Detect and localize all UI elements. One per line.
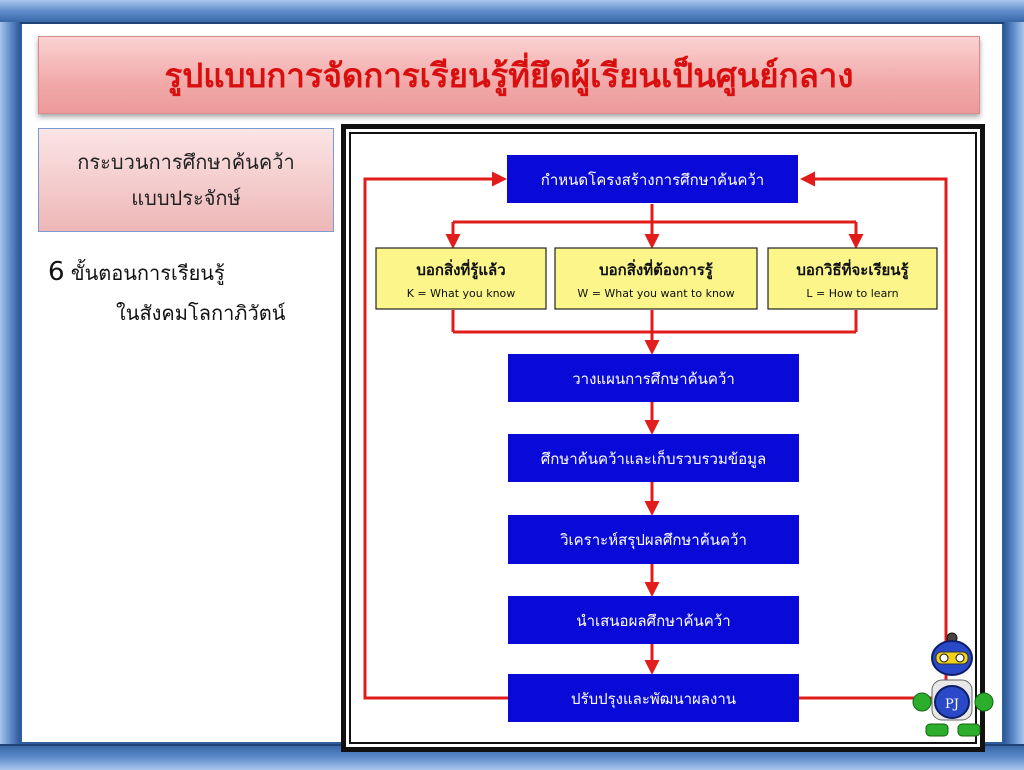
title-banner: รูปแบบการจัดการเรียนรู้ที่ยึดผู้เรียนเป็… [38,36,980,114]
box-improve-label: ปรับปรุงและพัฒนาผลงาน [571,690,736,709]
box-what-you-want [554,247,758,310]
box-want-th: บอกสิ่งที่ต้องการรู้ [599,259,714,280]
slide-frame-top [0,0,1024,24]
feedback-loop-left [363,171,508,700]
steps-line-1: ขั้นตอนการเรียนรู้ [70,261,225,285]
box-how-to-learn [767,247,938,310]
box-research-label: ศึกษาค้นคว้าและเก็บรวบรวมข้อมูล [541,449,766,468]
slide-frame-left [0,22,20,744]
box-plan-label: วางแผนการศึกษาค้นคว้า [572,370,735,388]
box-define-structure [507,155,798,203]
robot-badge: PJ [945,697,959,712]
slide-frame-right [1004,22,1024,744]
box-define-structure-label: กำหนดโครงสร้างการศึกษาค้นคว้า [541,171,764,189]
box-improve [508,674,799,722]
steps-line-2: ในสังคมโลกาภิวัตน์ [116,301,286,325]
box-plan [508,354,799,402]
box-learn-th: บอกวิธีที่จะเรียนรู้ [796,259,909,280]
steps-number: 6 [48,257,65,287]
steps-caption: 6 ขั้นตอนการเรียนรู้ ในสังคมโลกาภิวัตน์ [44,252,344,333]
box-want-en: W = What you want to know [577,287,734,300]
slide-title: รูปแบบการจัดการเรียนรู้ที่ยึดผู้เรียนเป็… [164,55,854,95]
slide-content: รูปแบบการจัดการเรียนรู้ที่ยึดผู้เรียนเป็… [22,24,1002,752]
box-know-en: K = What you know [407,287,516,300]
subtitle-line-1: กระบวนการศึกษาค้นคว้า [77,150,295,174]
box-research [508,434,799,482]
box-what-you-know [375,247,547,310]
feedback-loop-right [798,171,948,700]
connector-lines [363,171,948,700]
robot-mascot-icon: PJ [912,632,994,737]
box-learn-en: L = How to learn [806,287,898,300]
box-know-th: บอกสิ่งที่รู้แล้ว [416,259,505,280]
box-analyze [508,515,799,564]
subtitle-line-2: แบบประจักษ์ [131,186,241,210]
box-present [508,596,799,644]
box-present-label: นำเสนอผลศึกษาค้นคว้า [576,612,730,630]
box-analyze-label: วิเคราะห์สรุปผลศึกษาค้นคว้า [560,531,747,550]
subtitle-box: กระบวนการศึกษาค้นคว้า แบบประจักษ์ [38,128,334,232]
